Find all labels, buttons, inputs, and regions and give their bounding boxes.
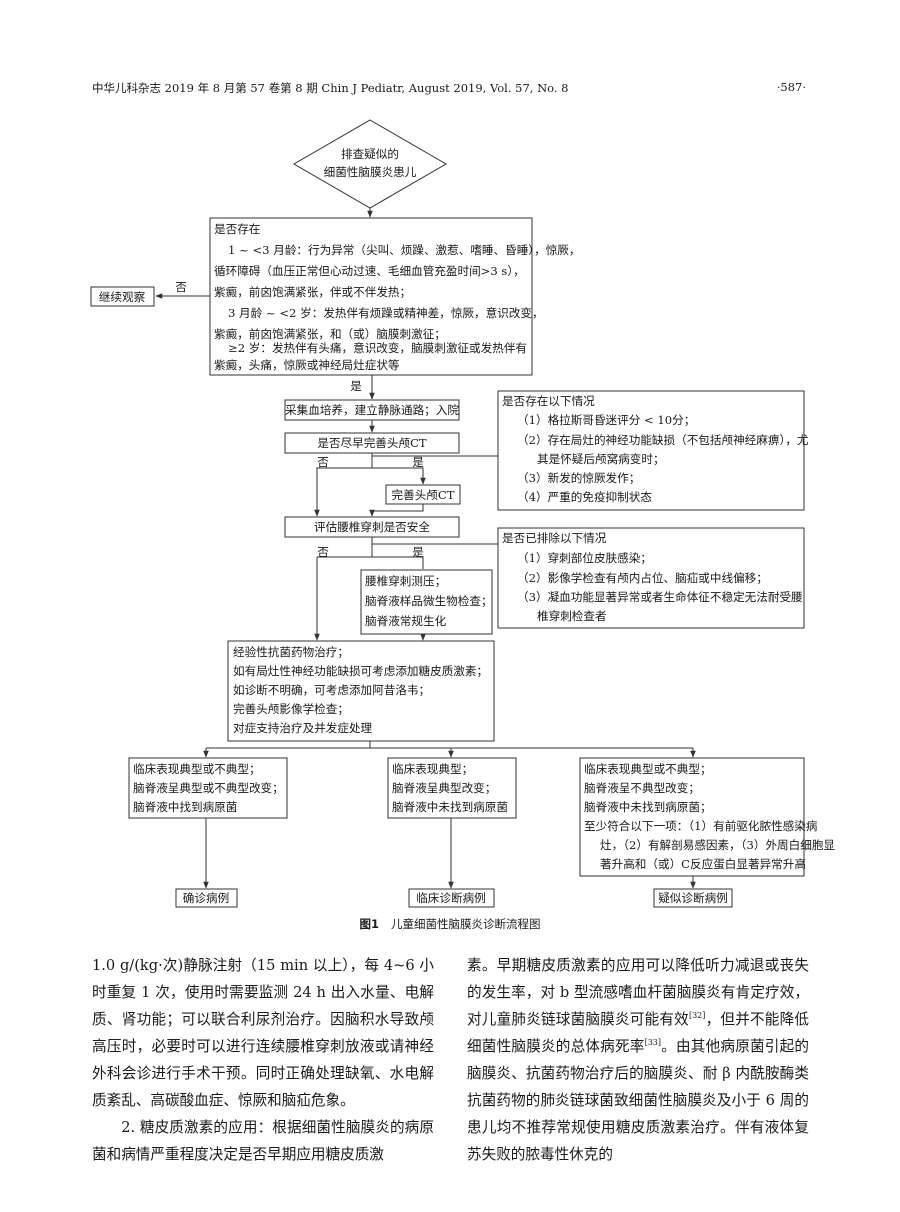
suspected-line-4: 至少符合以下一项：（1）有前驱化脓性感染病	[584, 819, 818, 833]
label-no-lp: 否	[317, 545, 329, 559]
clinical-line-2: 脑脊液呈典型改变；	[392, 781, 496, 795]
screening-line-7: ≥2 岁：发热伴有头痛，意识改变，脑膜刺激征或发热伴有	[228, 341, 527, 355]
screening-line-5: 3 月龄 ~ <2 岁：发热伴有烦躁或精神差，惊厥，意识改变，	[228, 306, 544, 320]
lp-criteria-line-3: （2）影像学检查有颅内占位、脑疝或中线偏移；	[517, 571, 768, 585]
figure-caption: 图1 儿童细菌性脑膜炎诊断流程图	[0, 916, 900, 932]
screening-line-2: 1 ~ <3 月龄：行为异常（尖叫、烦躁、激惹、嗜睡、昏睡），惊厥，	[228, 243, 580, 257]
citation-33: [33]	[644, 1038, 661, 1048]
ct-criteria-line-4: 其是怀疑后颅窝病变时；	[537, 452, 665, 466]
lp-tests-box	[360, 569, 493, 635]
body-column-left: 1.0 g/(kg·次)静脉注射（15 min 以上），每 4~6 小时重复 1…	[92, 952, 434, 1168]
ct-criteria-line-3: （2）存在局灶的神经功能缺损（不包括颅神经麻痹），尤	[517, 433, 809, 447]
label-no-observe: 否	[175, 280, 187, 294]
label-yes-screening: 是	[350, 379, 362, 393]
screening-criteria-box	[209, 217, 533, 376]
screening-line-6: 紫癜，前囟饱满紧张，和（或）脑膜刺激征；	[214, 327, 446, 341]
diagnosis-flowchart: 排查疑似的 细菌性脑膜炎患儿 是否存在 1 ~ <3 月龄：行为异常（尖叫、烦躁…	[90, 119, 835, 908]
right-paragraph-1: 素。早期糖皮质激素的应用可以降低听力减退或丧失的发生率，对 b 型流感嗜血杆菌脑…	[467, 952, 809, 1168]
suspected-line-2: 脑脊液呈不典型改变；	[584, 781, 700, 795]
figure-caption-label: 图1	[359, 917, 379, 931]
label-no-ct: 否	[317, 455, 329, 469]
observe-label: 继续观察	[99, 290, 146, 304]
lp-branch-split	[317, 556, 424, 569]
ct-criteria-box	[497, 390, 805, 511]
arrow-ct-done-to-lp	[369, 504, 424, 517]
suspected-line-3: 脑脊液中未找到病原菌；	[584, 800, 712, 814]
start-line-1: 排查疑似的	[341, 147, 399, 161]
lp-safety-label: 评估腰椎穿刺是否安全	[314, 520, 430, 534]
clinical-criteria-box	[387, 757, 517, 819]
ct-decision-label: 是否尽早完善头颅CT	[317, 436, 427, 450]
running-header: 中华儿科杂志 2019 年 8 月第 57 卷第 8 期 Chin J Pedi…	[92, 81, 569, 95]
lp-criteria-line-2: （1）穿刺部位皮肤感染；	[517, 551, 652, 565]
confirmed-case-label: 确诊病例	[183, 891, 229, 905]
ct-criteria-line-2: （1）格拉斯哥昏迷评分 < 10分；	[517, 413, 695, 427]
clinical-line-3: 脑脊液中未找到病原菌	[392, 800, 508, 814]
suspected-case-label: 疑似诊断病例	[658, 891, 728, 905]
suspected-line-6: 著升高和（或）C反应蛋白显著异常升高	[600, 857, 806, 871]
label-yes-lp: 是	[412, 545, 424, 559]
lp-criteria-box	[497, 527, 805, 629]
ct-done-label: 完善头颅CT	[392, 488, 455, 502]
lp-tests-line-3: 脑脊液常规生化	[365, 614, 447, 628]
right-text-b: ，但并不能降低细菌性脑膜炎的总体病死率	[467, 1011, 809, 1055]
body-column-right: 素。早期糖皮质激素的应用可以降低听力减退或丧失的发生率，对 b 型流感嗜血杆菌脑…	[467, 952, 809, 1168]
label-yes-ct: 是	[412, 455, 424, 469]
confirmed-case-box	[175, 888, 238, 908]
clinical-case-box	[408, 888, 495, 908]
treatment-line-4: 完善头颅影像学检查；	[233, 702, 349, 716]
lp-criteria-line-5: 椎穿刺检查者	[537, 609, 607, 623]
ct-criteria-line-5: （3）新发的惊厥发作；	[517, 471, 640, 485]
left-paragraph-1: 1.0 g/(kg·次)静脉注射（15 min 以上），每 4~6 小时重复 1…	[92, 957, 434, 1109]
ct-criteria-line-1: 是否存在以下情况	[502, 394, 595, 408]
start-line-2: 细菌性脑膜炎患儿	[324, 165, 417, 179]
blood-culture-label: 采集血培养，建立静脉通路；入院	[285, 403, 459, 417]
right-text-a: 素。早期糖皮质激素的应用可以降低听力减退或丧失的发生率，对 b 型流感嗜血杆菌脑…	[467, 957, 809, 1028]
start-decision-diamond	[293, 119, 447, 209]
treatment-box	[227, 640, 495, 742]
suspected-line-1: 临床表现典型或不典型；	[584, 762, 712, 776]
treatment-line-3: 如诊断不明确，可考虑添加阿昔洛韦；	[233, 683, 430, 697]
screening-line-3: 循环障碍（血压正常但心动过速、毛细血管充盈时间>3 s），	[214, 264, 525, 278]
right-text-c: 。由其他病原菌引起的脑膜炎、抗菌药物治疗后的脑膜炎、耐 β 内酰胺酶类抗菌药物的…	[467, 1038, 809, 1163]
suspected-criteria-box	[579, 757, 805, 877]
confirmed-line-3: 脑脊液中找到病原菌	[133, 800, 237, 814]
confirmed-line-1: 临床表现典型或不典型；	[133, 762, 261, 776]
lp-tests-line-1: 腰椎穿刺测压；	[365, 574, 446, 588]
ct-criteria-line-6: （4）严重的免疫抑制状态	[517, 490, 652, 504]
treatment-line-5: 对症支持治疗及并发症处理	[233, 721, 373, 735]
figure-caption-text: 儿童细菌性脑膜炎诊断流程图	[391, 917, 541, 931]
confirmed-line-2: 脑脊液呈典型或不典型改变；	[133, 781, 284, 795]
treatment-line-1: 经验性抗菌药物治疗；	[233, 645, 349, 659]
screening-line-4: 紫癜，前囟饱满紧张，伴或不伴发热；	[214, 285, 411, 299]
observe-box	[90, 286, 155, 307]
ct-branch-split	[316, 467, 424, 478]
screening-line-8: 紫癜，头痛，惊厥或神经局灶症状等	[214, 358, 400, 372]
screening-line-1: 是否存在	[214, 222, 260, 236]
citation-32: [32]	[688, 1011, 706, 1021]
suspected-line-5: 灶，（2）有解剖易感因素，（3）外周白细胞显	[600, 838, 835, 852]
clinical-case-label: 临床诊断病例	[416, 891, 486, 905]
confirmed-criteria-box	[128, 757, 288, 819]
suspected-case-box	[653, 888, 733, 908]
page-number: ·587·	[776, 80, 806, 94]
left-paragraph-2: 2. 糖皮质激素的应用：根据细菌性脑膜炎的病原菌和病情严重程度决定是否早期应用糖…	[92, 1119, 434, 1163]
lp-tests-line-2: 脑脊液样品微生物检查；	[365, 594, 493, 608]
lp-criteria-line-1: 是否已排除以下情况	[502, 531, 607, 545]
lp-criteria-line-4: （3）凝血功能显著异常或者生命体征不稳定无法耐受腰	[517, 590, 803, 604]
clinical-line-1: 临床表现典型；	[392, 762, 473, 776]
treatment-line-2: 如有局灶性神经功能缺损可考虑添加糖皮质激素；	[233, 664, 488, 678]
